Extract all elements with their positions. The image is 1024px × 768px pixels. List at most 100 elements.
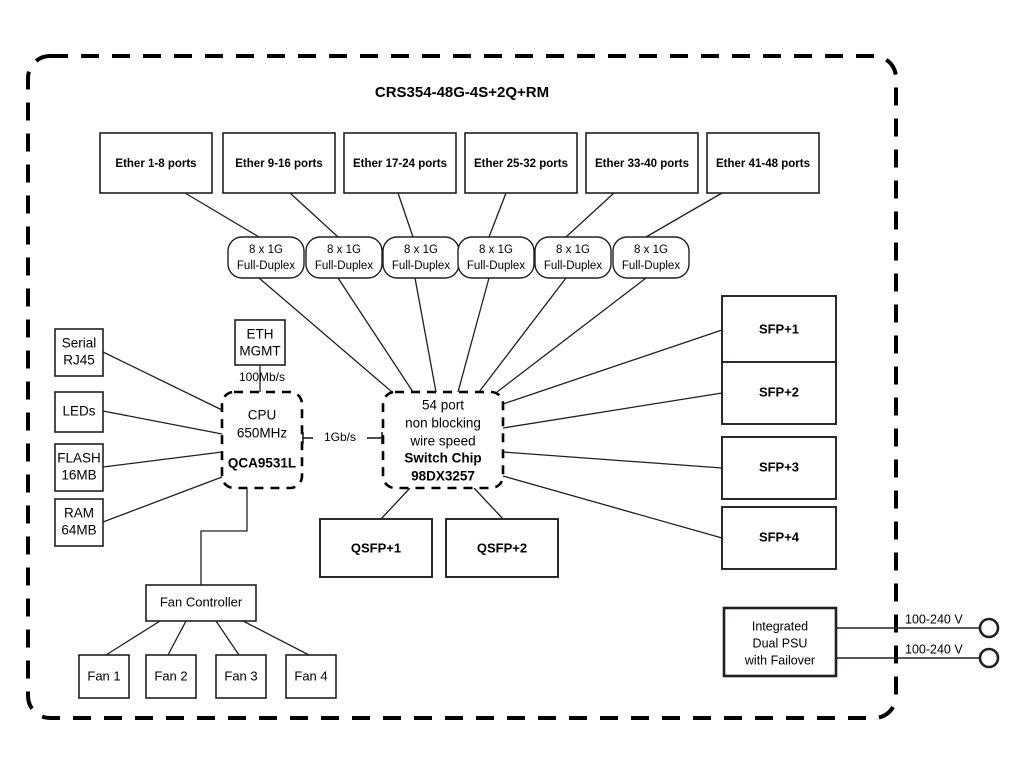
link-fanctl-fan2 bbox=[167, 620, 187, 656]
psu-label-line1: Integrated bbox=[752, 619, 808, 633]
cpu-label-line2: 650MHz bbox=[237, 426, 288, 441]
qsfp-port-box[interactable]: QSFP+1 bbox=[319, 518, 433, 578]
phy-group-nodes: 8 x 1G Full-Duplex 8 x 1G Full-Duplex 8 … bbox=[227, 236, 690, 279]
phy-group-node[interactable]: 8 x 1G Full-Duplex bbox=[534, 236, 612, 279]
fan-box[interactable]: Fan 4 bbox=[285, 654, 337, 699]
ether-port-box[interactable]: Ether 1-8 ports bbox=[99, 132, 213, 194]
device-chassis-boundary bbox=[26, 54, 898, 720]
phy-group-node[interactable]: 8 x 1G Full-Duplex bbox=[305, 236, 383, 279]
peripheral-box-serial[interactable]: Serial RJ45 bbox=[54, 328, 104, 377]
fan-group: Fan 1 Fan 2 Fan 3 Fan 4 bbox=[78, 654, 337, 699]
eth-mgmt-label-line1: ETH bbox=[247, 327, 274, 342]
ether-port-label: Ether 33-40 ports bbox=[595, 158, 689, 170]
link-phy6-switch bbox=[496, 277, 647, 393]
qsfp-port-label: QSFP+2 bbox=[477, 540, 527, 555]
link-switch-sfp1 bbox=[502, 329, 723, 405]
flash-label-line2: 16MB bbox=[61, 468, 96, 483]
phy-group-node[interactable]: 8 x 1G Full-Duplex bbox=[612, 236, 690, 279]
fan-controller-box[interactable]: Fan Controller bbox=[145, 584, 257, 622]
diagram-title: CRS354-48G-4S+2Q+RM bbox=[375, 84, 549, 101]
phy-group-rate: 8 x 1G bbox=[404, 244, 438, 256]
sfp-port-label: SFP+1 bbox=[759, 321, 799, 336]
link-ether4-phy4 bbox=[488, 192, 507, 238]
ether-port-label: Ether 41-48 ports bbox=[716, 158, 810, 170]
switch-to-qsfp-links bbox=[380, 487, 504, 520]
link-leds-cpu bbox=[102, 410, 223, 435]
peripheral-to-cpu-links bbox=[102, 351, 261, 523]
phy-group-node[interactable]: 8 x 1G Full-Duplex bbox=[382, 236, 460, 279]
link-cpu-fancontroller bbox=[200, 488, 248, 585]
phy-group-rate: 8 x 1G bbox=[634, 244, 668, 256]
peripheral-box-leds[interactable]: LEDs bbox=[54, 391, 104, 433]
sfp-port-box[interactable]: SFP+1 bbox=[721, 295, 837, 365]
link-switch-qsfp1 bbox=[380, 487, 411, 520]
fan-label: Fan 2 bbox=[154, 668, 187, 683]
link-phy5-switch bbox=[478, 277, 567, 393]
link-serial-cpu bbox=[102, 351, 223, 411]
fan-label: Fan 3 bbox=[224, 668, 257, 683]
switch-chip-line2: non blocking bbox=[405, 416, 481, 431]
link-fanctl-fan1 bbox=[105, 620, 161, 656]
ether-port-label: Ether 9-16 ports bbox=[235, 158, 323, 170]
psu-label-line2: Dual PSU bbox=[753, 636, 808, 650]
psu-block[interactable]: Integrated Dual PSU with Failover bbox=[722, 606, 838, 678]
link-phy1-switch bbox=[258, 277, 393, 393]
ether-port-box[interactable]: Ether 41-48 ports bbox=[706, 132, 820, 194]
peripheral-box-flash[interactable]: FLASH 16MB bbox=[54, 443, 104, 492]
phy-group-node[interactable]: 8 x 1G Full-Duplex bbox=[227, 236, 305, 279]
ether-port-box[interactable]: Ether 25-32 ports bbox=[464, 132, 578, 194]
psu-label-line3: with Failover bbox=[744, 653, 815, 667]
power-inlet-icon[interactable] bbox=[978, 617, 1000, 639]
link-ram-cpu bbox=[102, 476, 223, 523]
link-switch-sfp2 bbox=[502, 392, 723, 429]
ether-port-label: Ether 1-8 ports bbox=[115, 158, 196, 170]
ether-port-box[interactable]: Ether 17-24 ports bbox=[343, 132, 457, 194]
link-ether3-phy3 bbox=[397, 192, 414, 238]
power-inlet-icon[interactable] bbox=[978, 647, 1000, 669]
sfp-port-box[interactable]: SFP+4 bbox=[721, 506, 837, 570]
sfp-port-label: SFP+2 bbox=[759, 384, 799, 399]
sfp-port-label: SFP+3 bbox=[759, 459, 799, 474]
sfp-port-box[interactable]: SFP+2 bbox=[721, 361, 837, 425]
fancontroller-to-fan-links bbox=[105, 620, 310, 656]
switch-chip-block[interactable]: 54 port non blocking wire speed Switch C… bbox=[381, 390, 505, 490]
cpu-label-model: QCA9531L bbox=[228, 456, 296, 471]
ram-label-line2: 64MB bbox=[61, 523, 96, 538]
eth-mgmt-speed-label: 100Mb/s bbox=[239, 370, 285, 384]
link-switch-sfp3 bbox=[502, 451, 723, 469]
phy-group-rate: 8 x 1G bbox=[479, 244, 513, 256]
ram-label-line1: RAM bbox=[64, 506, 94, 521]
sfp-port-box[interactable]: SFP+3 bbox=[721, 436, 837, 500]
ether-port-box[interactable]: Ether 33-40 ports bbox=[585, 132, 699, 194]
cpu-switch-link: 1Gb/s bbox=[302, 430, 383, 444]
eth-mgmt-block[interactable]: ETH MGMT bbox=[234, 319, 286, 366]
phy-group-duplex: Full-Duplex bbox=[467, 260, 525, 272]
phy-group-duplex: Full-Duplex bbox=[544, 260, 602, 272]
peripheral-box-ram[interactable]: RAM 64MB bbox=[54, 498, 104, 547]
phy-group-node[interactable]: 8 x 1G Full-Duplex bbox=[457, 236, 535, 279]
qsfp-port-group: QSFP+1 QSFP+2 bbox=[319, 518, 559, 578]
switch-chip-name: Switch Chip bbox=[404, 451, 481, 466]
ether-to-phy-links bbox=[184, 192, 723, 238]
link-fanctl-fan4 bbox=[242, 620, 310, 656]
phy-group-duplex: Full-Duplex bbox=[315, 260, 373, 272]
fan-box[interactable]: Fan 1 bbox=[78, 654, 130, 699]
sfp-port-group: SFP+1 SFP+2 SFP+3 SFP+4 bbox=[721, 295, 837, 570]
leds-label: LEDs bbox=[62, 404, 95, 419]
link-flash-cpu bbox=[102, 451, 223, 468]
qsfp-port-box[interactable]: QSFP+2 bbox=[445, 518, 559, 578]
flash-label-line1: FLASH bbox=[57, 451, 101, 466]
fan-box[interactable]: Fan 3 bbox=[215, 654, 267, 699]
cpu-block[interactable]: CPU 650MHz QCA9531L bbox=[220, 390, 304, 490]
link-ether2-phy2 bbox=[289, 192, 339, 238]
phy-group-rate: 8 x 1G bbox=[327, 244, 361, 256]
peripheral-group: Serial RJ45 LEDs FLASH 16MB RAM 64MB bbox=[54, 328, 104, 547]
fan-box[interactable]: Fan 2 bbox=[145, 654, 197, 699]
eth-mgmt-label-line2: MGMT bbox=[239, 344, 280, 359]
ether-port-label: Ether 17-24 ports bbox=[353, 158, 447, 170]
link-ether1-phy1 bbox=[184, 192, 260, 238]
ether-port-box[interactable]: Ether 9-16 ports bbox=[222, 132, 336, 194]
phy-group-duplex: Full-Duplex bbox=[237, 260, 295, 272]
sfp-port-label: SFP+4 bbox=[759, 529, 800, 544]
